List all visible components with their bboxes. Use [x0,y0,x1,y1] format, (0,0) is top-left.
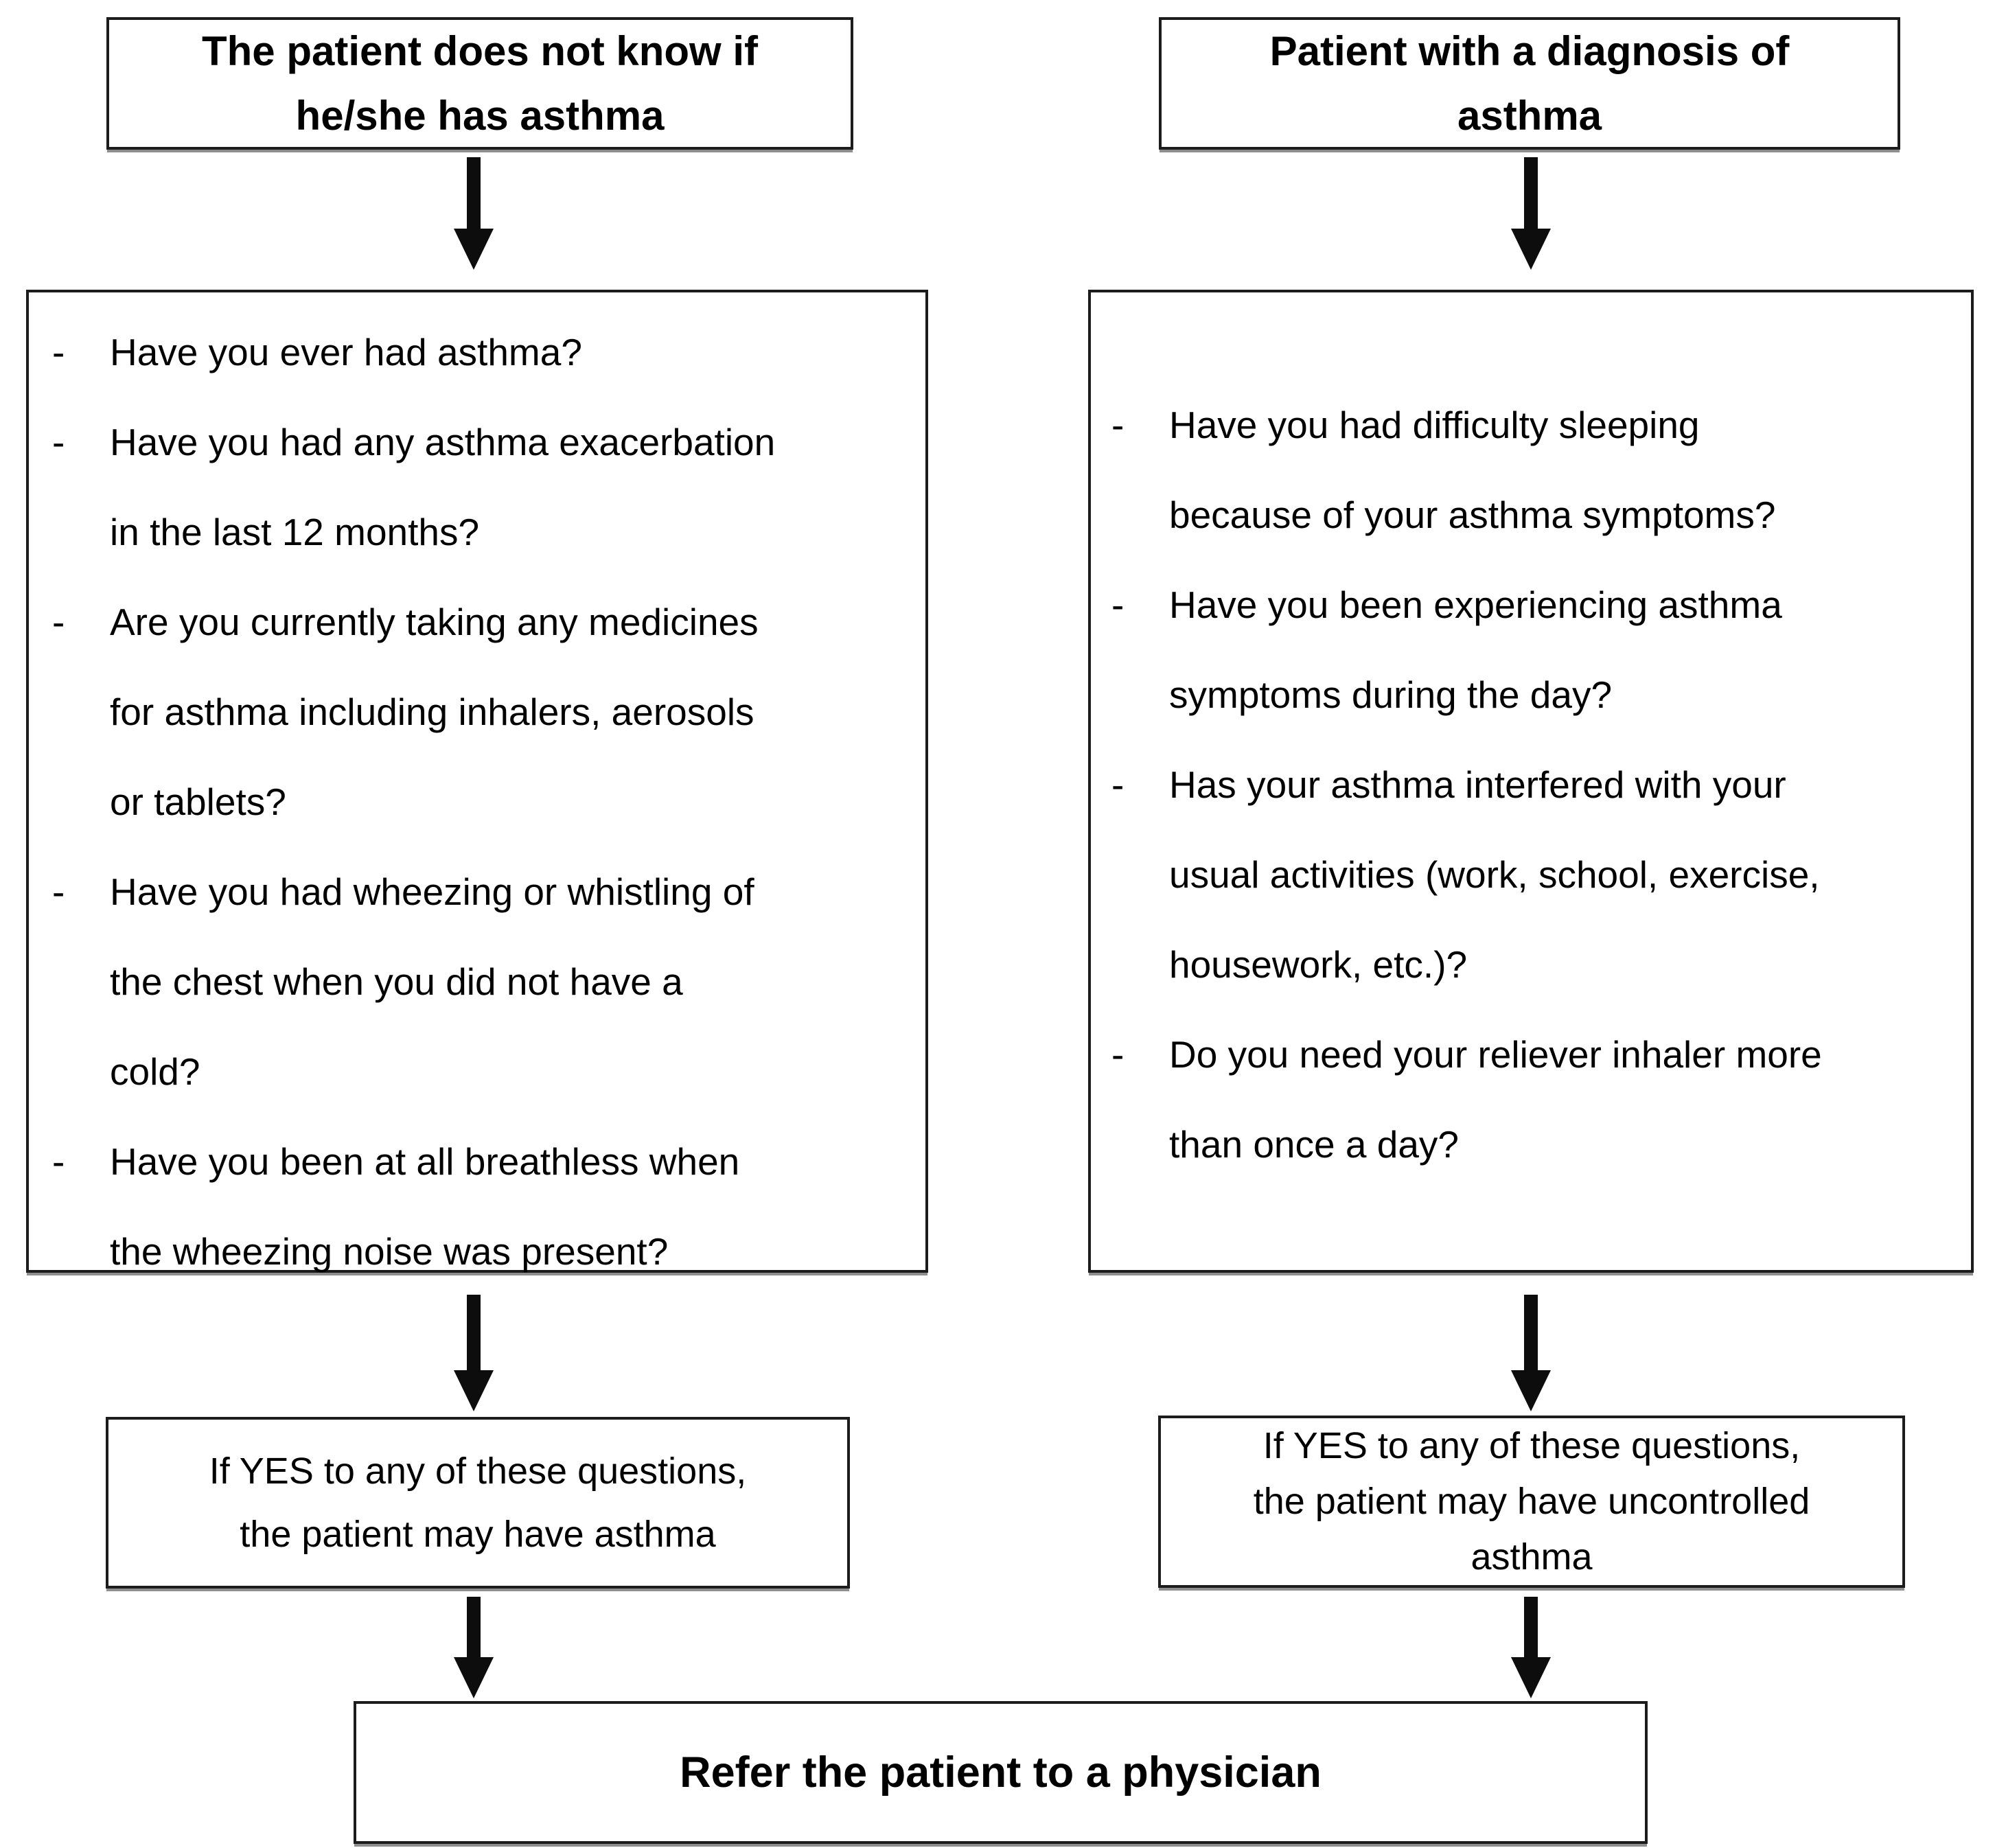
question-item: - Have you had any asthma exacerbation in… [52,397,914,577]
down-arrow-icon [1511,1295,1551,1411]
down-arrow-icon [1511,157,1551,270]
question-item: - Are you currently taking any medicines … [52,577,914,847]
question-item: - Has your asthma interfered with your us… [1111,740,1960,1010]
down-arrow-icon [454,1597,494,1698]
down-arrow-icon [454,157,494,270]
header-box-unknown-asthma: The patient does not know if he/she has … [106,17,853,150]
question-text: Have you been experiencing asthma sympto… [1169,584,1782,716]
question-text: Have you ever had asthma? [110,331,582,373]
result-box-may-have-asthma: If YES to any of these questions, the pa… [106,1417,850,1589]
question-text: Has your asthma interfered with your usu… [1169,763,1820,986]
dash-marker: - [52,1140,65,1183]
dash-marker: - [1111,1033,1125,1076]
question-list-right: - Have you had difficulty sleeping becaus… [1088,290,1974,1273]
question-list-left: - Have you ever had asthma? - Have you had … [26,290,928,1273]
question-item: - Have you been at all breathless when th… [52,1117,914,1297]
question-item: - Have you been experiencing asthma sympt… [1111,560,1960,740]
question-text: Have you been at all breathless when the… [110,1140,740,1273]
dash-marker: - [1111,404,1125,446]
dash-marker: - [52,331,65,373]
down-arrow-icon [1511,1597,1551,1698]
down-arrow-icon [454,1295,494,1411]
final-box-refer-physician: Refer the patient to a physician [354,1701,1648,1844]
result-box-uncontrolled-asthma: If YES to any of these questions, the pa… [1158,1416,1905,1588]
dash-marker: - [1111,584,1125,626]
dash-marker: - [52,421,65,463]
question-item: - Do you need your reliever inhaler more … [1111,1010,1960,1190]
question-text: Have you had difficulty sleeping because… [1169,404,1776,536]
question-text: Have you had wheezing or whistling of th… [110,870,754,1093]
question-item: - Have you had difficulty sleeping becaus… [1111,380,1960,560]
dash-marker: - [52,870,65,913]
dash-marker: - [1111,763,1125,806]
question-item: - Have you ever had asthma? [52,308,914,397]
question-item: - Have you had wheezing or whistling of t… [52,847,914,1117]
question-text: Are you currently taking any medicines f… [110,601,759,823]
question-text: Have you had any asthma exacerbation in … [110,421,776,553]
header-box-diagnosed-asthma: Patient with a diagnosis of asthma [1159,17,1900,150]
dash-marker: - [52,601,65,643]
question-text: Do you need your reliever inhaler more t… [1169,1033,1822,1166]
